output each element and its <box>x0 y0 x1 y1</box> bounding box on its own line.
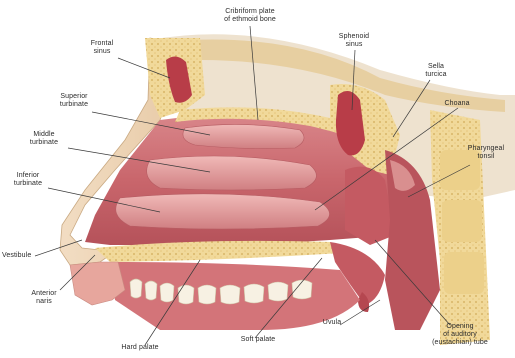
label-sphenoid-sinus: Sphenoid sinus <box>330 33 378 49</box>
label-soft-palate: Soft palate <box>228 336 288 344</box>
label-vestibule: Vestibule <box>2 252 54 260</box>
label-hard-palate: Hard palate <box>110 344 170 352</box>
label-inferior-turbinate: Inferior turbinate <box>2 172 54 188</box>
vertebra-2 <box>442 200 482 242</box>
label-middle-turbinate: Middle turbinate <box>18 131 70 147</box>
label-frontal-sinus: Frontal sinus <box>80 40 124 56</box>
label-pharyngeal-tonsil: Pharyngeal tonsil <box>460 145 512 161</box>
superior-turbinate-shape <box>183 124 304 148</box>
label-superior-turbinate: Superior turbinate <box>48 93 100 109</box>
label-uvula: Uvula <box>312 319 352 327</box>
label-cribriform-plate: Cribriform plate of ethmoid bone <box>205 8 295 24</box>
label-anterior-naris: Anterior naris <box>22 290 66 306</box>
label-sella-turcica: Sella turcica <box>415 63 457 79</box>
label-choana: Choana <box>432 100 482 108</box>
vertebra-3 <box>444 252 484 294</box>
label-eustachian-opening: Opening of auditory (eustachian) tube <box>420 323 500 347</box>
inferior-turbinate-shape <box>116 194 330 229</box>
